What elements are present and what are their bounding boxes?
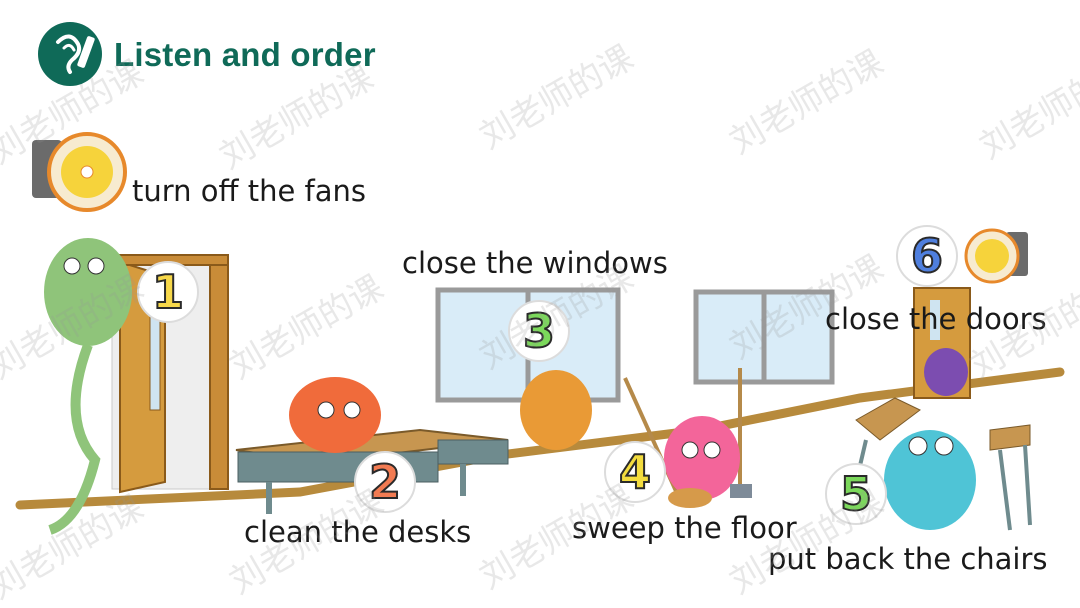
pink-monster xyxy=(623,368,752,508)
label-turn-off-fans: turn off the fans xyxy=(132,174,366,208)
number-badge-6[interactable]: 6 xyxy=(896,225,958,287)
yellow-orange-monster xyxy=(520,370,592,450)
number-badge-1[interactable]: 1 xyxy=(137,261,199,323)
page-title: Listen and order xyxy=(114,36,376,73)
label-close-doors: close the doors xyxy=(825,302,1047,336)
label-sweep-floor: sweep the floor xyxy=(572,511,797,545)
number-badge-2[interactable]: 2 xyxy=(354,451,416,513)
fan-left xyxy=(32,132,127,212)
orange-monster xyxy=(289,377,381,453)
label-close-windows: close the windows xyxy=(402,246,668,280)
window-right xyxy=(693,289,835,385)
purple-monster xyxy=(924,348,968,396)
fan-right xyxy=(964,228,1028,284)
green-monster xyxy=(44,238,132,535)
listen-icon xyxy=(36,20,104,88)
number-badge-4[interactable]: 4 xyxy=(604,441,666,503)
number-badge-5[interactable]: 5 xyxy=(825,463,887,525)
number-badge-3[interactable]: 3 xyxy=(508,300,570,362)
blue-monster xyxy=(884,430,976,530)
label-put-back-chairs: put back the chairs xyxy=(768,542,1048,576)
label-clean-desks: clean the desks xyxy=(244,515,472,549)
